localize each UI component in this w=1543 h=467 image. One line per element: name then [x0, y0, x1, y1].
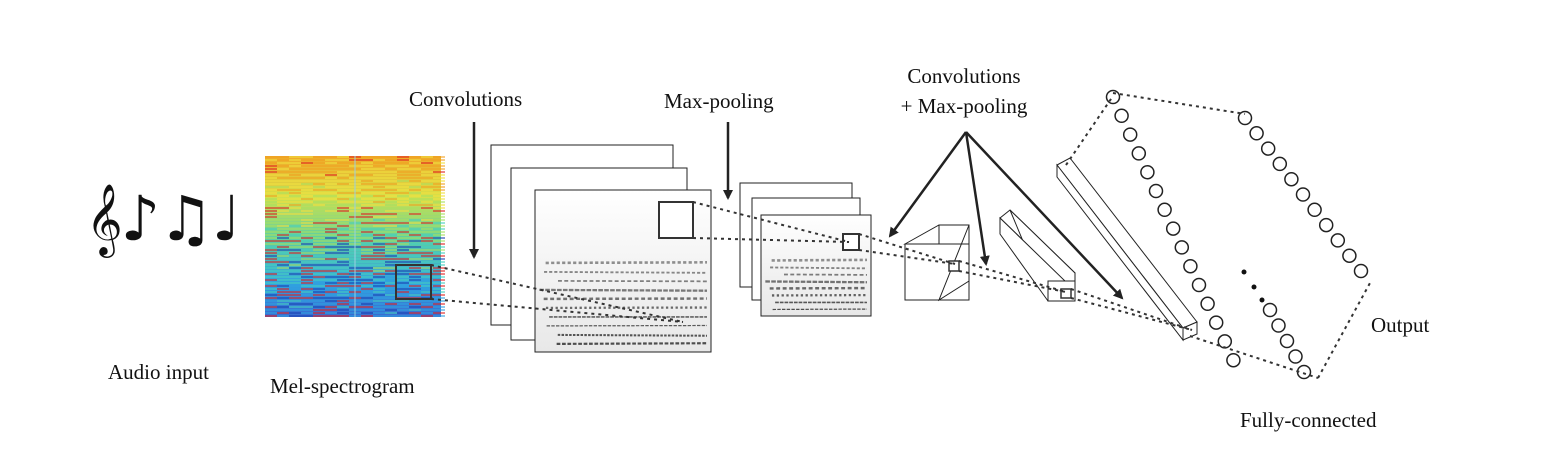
output-neuron: [1330, 233, 1346, 248]
output-label: Output: [1371, 313, 1430, 337]
neuron: [1157, 202, 1172, 218]
conv-block-1: [903, 224, 970, 302]
output-neuron: [1307, 202, 1322, 218]
feature-map-texture: [539, 261, 708, 345]
ellipsis-dot: [1251, 284, 1257, 290]
pooled-window-box: [842, 233, 860, 251]
neuron: [1174, 240, 1190, 255]
output-neuron: [1353, 263, 1369, 279]
neuron: [1279, 333, 1295, 349]
output-neuron: [1272, 156, 1288, 172]
output-neuron: [1318, 217, 1334, 233]
neuron: [1217, 334, 1233, 349]
pooled-map-texture: [765, 258, 868, 311]
neuron: [1271, 318, 1286, 333]
neuron: [1122, 127, 1138, 142]
neuron: [1262, 302, 1278, 318]
neuron: [1131, 146, 1147, 161]
fully-connected-label: Fully-connected: [1240, 408, 1377, 432]
output-neuron: [1284, 171, 1299, 187]
output-neuron: [1260, 141, 1276, 156]
spectrogram-bands: [265, 156, 445, 317]
neuron: [1296, 364, 1312, 380]
ellipsis-dot: [1259, 297, 1265, 303]
neuron: [1226, 352, 1241, 368]
output-neuron: [1342, 248, 1357, 263]
neuron: [1200, 296, 1215, 312]
audio-input-label: Audio input: [108, 360, 209, 384]
mel-spectrogram-label: Mel-spectrogram: [270, 374, 415, 398]
conv-pool-arrow-2: [964, 131, 990, 266]
max-pooling-label: Max-pooling: [664, 89, 774, 113]
pooled-feature-maps: [739, 182, 872, 317]
output-neuron: [1237, 110, 1253, 126]
neuron: [1208, 315, 1224, 330]
neuron: [1105, 89, 1121, 105]
neuron: [1191, 277, 1207, 293]
plus-max-pooling-label: + Max-pooling: [900, 94, 1028, 118]
arrows: [469, 122, 1124, 300]
neuron: [1165, 221, 1181, 236]
neuron: [1148, 183, 1164, 199]
pooling-window-box: [658, 201, 694, 239]
output-neuron: [1295, 187, 1311, 202]
neuron: [1288, 349, 1303, 364]
mel-spectrogram-image: [265, 156, 445, 317]
convolutions-label: Convolutions: [409, 87, 523, 111]
neuron: [1183, 258, 1198, 274]
conv-block-2: [999, 209, 1076, 302]
connection-lines: [430, 92, 1371, 379]
conv-feature-maps: [490, 144, 712, 353]
receptive-field-box: [395, 264, 432, 300]
music-notes-icon: 𝄞♪♫♩: [86, 182, 241, 255]
ellipsis-dot: [1241, 269, 1247, 275]
flatten-bar: [1056, 157, 1198, 342]
output-neuron: [1249, 126, 1264, 141]
conv-pool-arrow-1: [888, 131, 968, 238]
neuron: [1114, 108, 1129, 124]
conv-pool-arrow-3: [965, 131, 1124, 300]
convolutions-2-label: Convolutions: [907, 64, 1021, 88]
neuron: [1140, 164, 1155, 180]
fully-connected-neurons: [1105, 89, 1369, 380]
